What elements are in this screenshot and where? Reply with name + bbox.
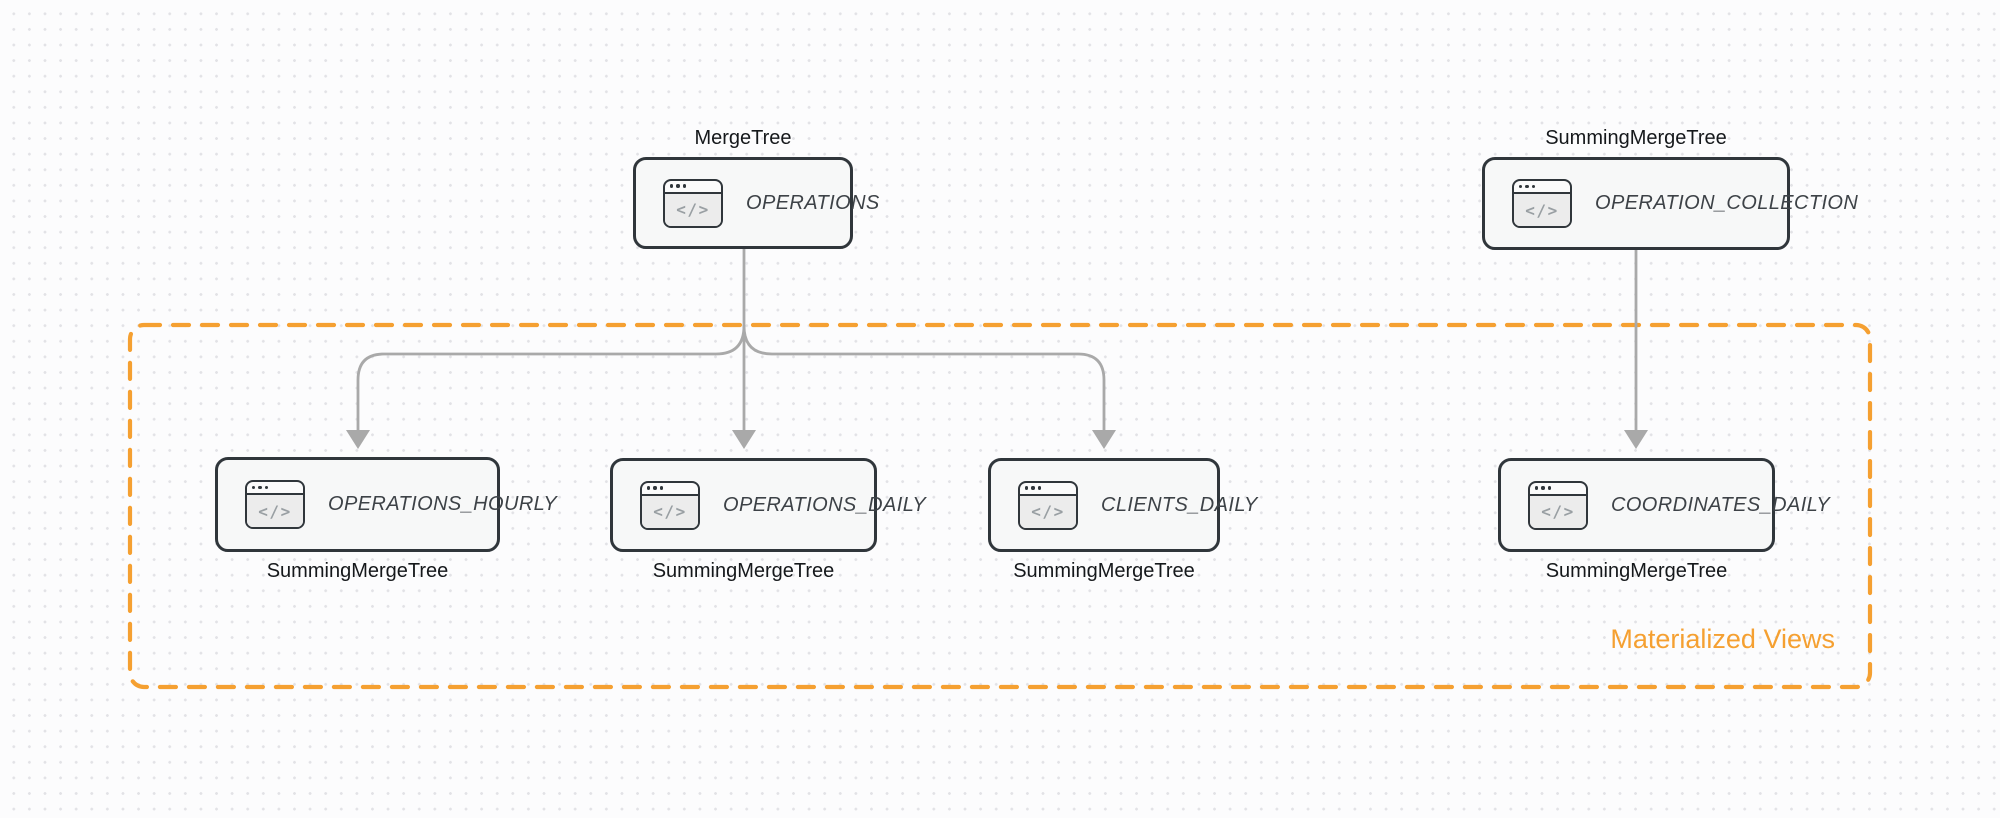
engine-label: SummingMergeTree <box>266 560 449 582</box>
edge-operations-to-operations-daily <box>732 247 756 449</box>
code-window-icon: </> <box>1512 179 1572 228</box>
code-window-icon: </> <box>245 480 305 529</box>
code-glyph: </> <box>1514 194 1570 226</box>
window-dots-icon <box>1020 483 1076 496</box>
edge-operation-collection-to-coordinates-daily <box>1624 248 1648 449</box>
edge-operations-to-operations-hourly <box>346 324 746 449</box>
code-glyph: </> <box>1530 495 1586 528</box>
code-window-icon: </> <box>663 178 723 228</box>
node-title: OPERATION_COLLECTION <box>1595 192 1859 214</box>
node-operations-daily[interactable]: SummingMergeTree </> OPERATIONS_DAILY <box>610 458 926 582</box>
engine-label: SummingMergeTree <box>652 560 835 582</box>
window-dots-icon <box>1530 483 1586 496</box>
node-coordinates-daily[interactable]: SummingMergeTree </> COORDINATES_DAILY <box>1498 458 1830 582</box>
code-glyph: </> <box>665 193 721 226</box>
node-title: CLIENTS_DAILY <box>1101 493 1258 516</box>
node-title: OPERATIONS_DAILY <box>723 493 927 516</box>
window-dots-icon <box>642 483 698 496</box>
materialized-views-group-border <box>127 322 1873 690</box>
node-title: COORDINATES_DAILY <box>1611 493 1831 516</box>
materialized-views-label: Materialized Views <box>1610 624 1835 654</box>
node-title: OPERATIONS_HOURLY <box>328 493 558 515</box>
code-glyph: </> <box>642 495 698 528</box>
code-glyph: </> <box>1020 495 1076 528</box>
node-title: OPERATIONS <box>746 191 880 214</box>
window-dots-icon <box>1514 181 1570 194</box>
code-window-icon: </> <box>640 480 700 530</box>
engine-label: SummingMergeTree <box>1013 560 1195 582</box>
node-operations[interactable]: MergeTree </> OPERATIONS <box>633 127 879 249</box>
engine-label: SummingMergeTree <box>1545 560 1728 582</box>
window-dots-icon <box>247 482 303 495</box>
code-window-icon: </> <box>1528 480 1588 530</box>
code-glyph: </> <box>247 495 303 527</box>
node-operations-hourly[interactable]: SummingMergeTree </> OPERATIONS_HOURLY <box>215 457 557 582</box>
code-window-icon: </> <box>1018 480 1078 530</box>
engine-label: SummingMergeTree <box>1545 127 1727 149</box>
edge-operations-to-clients-daily <box>742 324 1116 449</box>
engine-label: MergeTree <box>694 127 792 149</box>
window-dots-icon <box>665 181 721 194</box>
node-operation-collection[interactable]: SummingMergeTree </> OPERATION_COLLECTIO… <box>1482 127 1858 250</box>
node-clients-daily[interactable]: SummingMergeTree </> CLIENTS_DAILY <box>988 458 1257 582</box>
